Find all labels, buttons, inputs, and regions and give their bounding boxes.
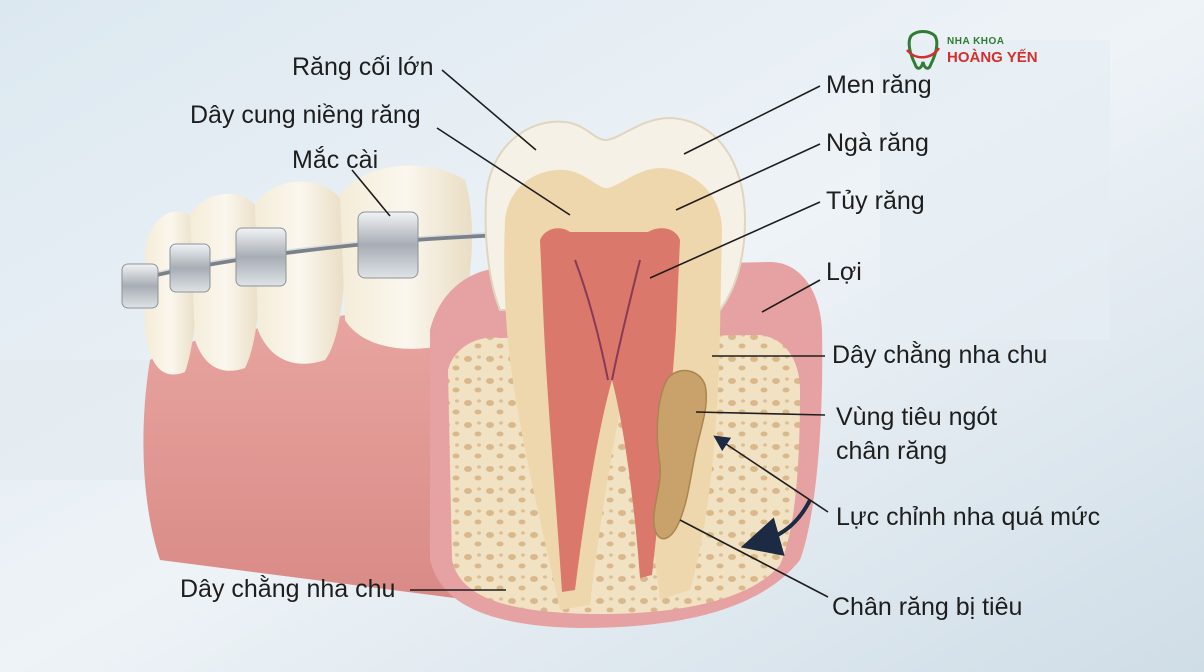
- label-nga-rang: Ngà răng: [826, 129, 929, 157]
- background-shelf: [0, 360, 160, 480]
- leader-lines: [351, 69, 829, 598]
- label-day-chang-left: Dây chằng nha chu: [180, 575, 396, 603]
- label-tuy-rang: Tủy răng: [826, 187, 925, 215]
- molar-pulp: [540, 228, 680, 593]
- label-chan-rang-tieu: Chân răng bị tiêu: [832, 593, 1023, 621]
- label-day-cung: Dây cung niềng răng: [190, 101, 421, 129]
- bracket-2: [169, 243, 211, 293]
- label-vung-tieu-line1: Vùng tiêu ngót: [836, 403, 998, 431]
- logo-line2: HOÀNG YẾN: [947, 49, 1038, 66]
- label-loi: Lợi: [826, 258, 862, 286]
- label-mac-cai: Mắc cài: [292, 146, 379, 174]
- label-luc-chinh-nha: Lực chỉnh nha quá mức: [836, 503, 1101, 531]
- label-day-chang-right: Dây chằng nha chu: [832, 341, 1048, 369]
- tooth-logo-icon: [906, 30, 941, 70]
- clinic-logo: NHA KHOA HOÀNG YẾN: [903, 30, 1043, 78]
- label-rang-coi-lon: Răng cối lớn: [292, 53, 434, 81]
- bracket-4: [357, 211, 419, 279]
- background-window: [880, 40, 1110, 340]
- logo-line1: NHA KHOA: [947, 36, 1005, 47]
- bracket-3: [235, 227, 287, 287]
- label-men-rang: Men răng: [826, 71, 932, 99]
- label-vung-tieu-line2: chân răng: [836, 437, 948, 465]
- force-arrow: [740, 499, 812, 556]
- bracket-1: [121, 263, 159, 309]
